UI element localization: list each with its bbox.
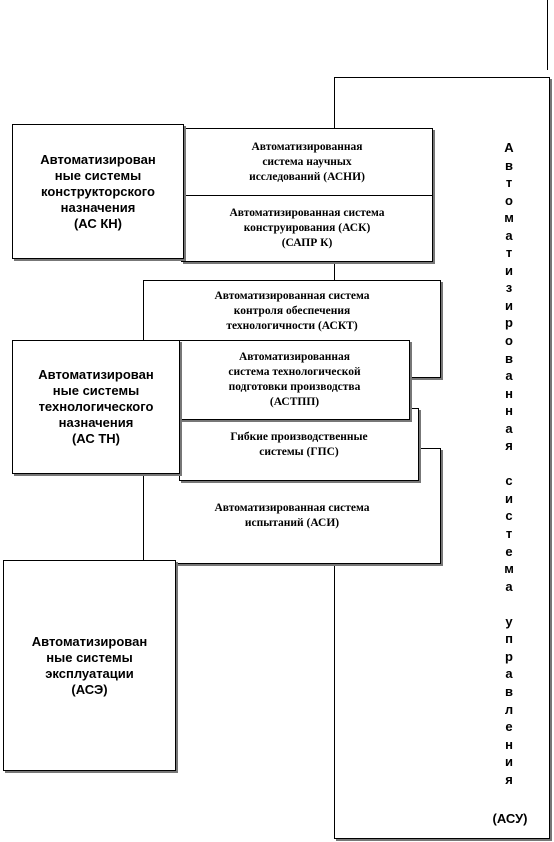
- gps-label: Гибкие производственные системы (ГПС): [230, 430, 368, 458]
- asu-vertical-title: А в т о м а т и з и р о в а н н а я с и …: [504, 140, 514, 787]
- asni-label: Автоматизированная система научных иссле…: [249, 140, 365, 183]
- asttp-label: Автоматизированная система технологическ…: [228, 351, 361, 408]
- ask-label: Автоматизированная система конструирован…: [229, 207, 385, 249]
- gps-box: Гибкие производственные системы (ГПС): [179, 408, 419, 481]
- as-tn-box: Автоматизирован ные системы технологичес…: [12, 340, 180, 474]
- ase-label: Автоматизирован ные системы эксплуатации…: [31, 633, 148, 697]
- ask-box: Автоматизированная система конструирован…: [181, 195, 433, 262]
- askt-label: Автоматизированная система контроля обес…: [214, 290, 370, 332]
- top-border-line: [547, 0, 548, 70]
- ase-box: Автоматизирован ные системы эксплуатации…: [3, 560, 176, 771]
- as-kn-box: Автоматизирован ные системы конструкторс…: [12, 124, 184, 259]
- asu-abbreviation: (АСУ): [492, 811, 528, 826]
- asttp-box: Автоматизированная система технологическ…: [179, 340, 410, 420]
- as-kn-label: Автоматизирован ные системы конструкторс…: [40, 151, 156, 231]
- as-tn-label: Автоматизирован ные системы технологичес…: [38, 367, 154, 446]
- asni-box: Автоматизированная система научных иссле…: [181, 128, 433, 196]
- asi-label: Автоматизированная система испытаний (АС…: [214, 502, 370, 529]
